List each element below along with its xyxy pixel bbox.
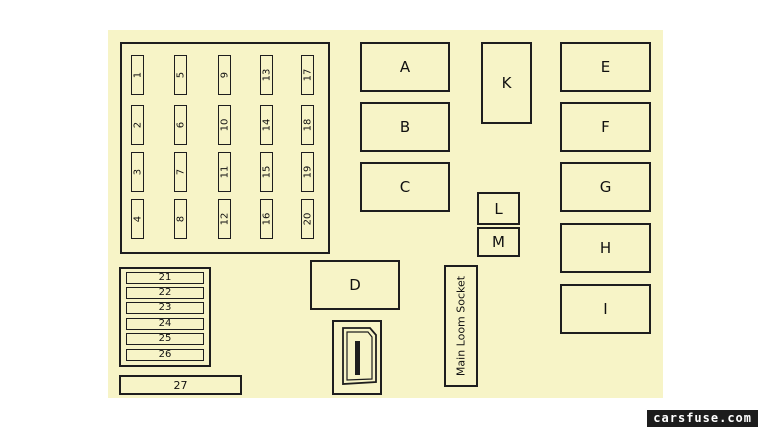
relay-l: L xyxy=(477,192,520,225)
relay-c: C xyxy=(360,162,450,212)
fuse-12: 12 xyxy=(218,199,231,239)
main-loom-socket-label: Main Loom Socket xyxy=(454,275,468,377)
relay-f: F xyxy=(560,102,651,152)
fuse-27: 27 xyxy=(119,375,242,395)
main-loom-socket: Main Loom Socket xyxy=(444,265,478,387)
connector-socket xyxy=(332,320,382,395)
fuse-6: 6 xyxy=(174,105,187,145)
relay-b: B xyxy=(360,102,450,152)
fuse-10: 10 xyxy=(218,105,231,145)
fuse-21: 21 xyxy=(126,272,204,284)
fuse-13: 13 xyxy=(260,55,273,95)
fuse-7: 7 xyxy=(174,152,187,192)
fuse-9: 9 xyxy=(218,55,231,95)
fuse-1: 1 xyxy=(131,55,144,95)
relay-e: E xyxy=(560,42,651,92)
relay-d: D xyxy=(310,260,400,310)
fuse-22: 22 xyxy=(126,287,204,299)
site-watermark: carsfuse.com xyxy=(647,410,758,427)
fuse-23: 23 xyxy=(126,302,204,314)
fuse-3: 3 xyxy=(131,152,144,192)
relay-h: H xyxy=(560,223,651,273)
fuse-11: 11 xyxy=(218,152,231,192)
fuse-25: 25 xyxy=(126,333,204,345)
fuse-16: 16 xyxy=(260,199,273,239)
fuse-14: 14 xyxy=(260,105,273,145)
fuse-5: 5 xyxy=(174,55,187,95)
fuse-2: 2 xyxy=(131,105,144,145)
connector-shape-icon xyxy=(342,327,377,385)
fuse-17: 17 xyxy=(301,55,314,95)
relay-i: I xyxy=(560,284,651,334)
fuse-24: 24 xyxy=(126,318,204,330)
relay-g: G xyxy=(560,162,651,212)
fuse-20: 20 xyxy=(301,199,314,239)
relay-k: K xyxy=(481,42,532,124)
fuse-18: 18 xyxy=(301,105,314,145)
relay-a: A xyxy=(360,42,450,92)
fuse-26: 26 xyxy=(126,349,204,361)
relay-m: M xyxy=(477,227,520,257)
fuse-4: 4 xyxy=(131,199,144,239)
fuse-15: 15 xyxy=(260,152,273,192)
fuse-19: 19 xyxy=(301,152,314,192)
fuse-8: 8 xyxy=(174,199,187,239)
